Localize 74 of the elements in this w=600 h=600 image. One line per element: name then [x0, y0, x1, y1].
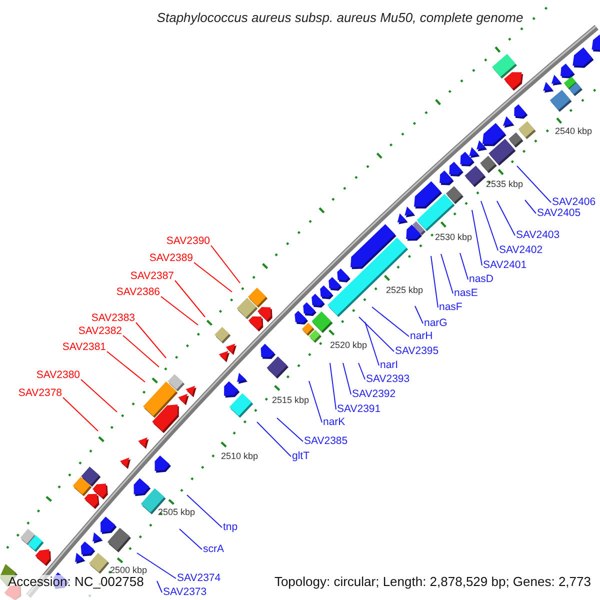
gene-label: SAV2385 — [304, 436, 348, 446]
leader-line — [136, 552, 176, 579]
leader-line — [210, 245, 240, 284]
leader-line — [194, 262, 232, 292]
accession-label: Accession: NC_002758 — [8, 575, 144, 589]
leader-line — [276, 418, 304, 442]
leader-line — [430, 256, 438, 308]
leader-line — [372, 306, 410, 337]
leader-line — [364, 322, 380, 366]
leader-line — [106, 351, 146, 382]
leader-line — [330, 362, 336, 410]
gene-label: SAV2387 — [130, 270, 174, 282]
gene-label: narI — [380, 360, 398, 370]
leader-line — [308, 380, 322, 423]
gene-label: SAV2382 — [78, 326, 122, 336]
leader-line — [174, 280, 206, 318]
gene-label: SAV2386 — [116, 286, 160, 298]
leader-line — [524, 200, 536, 214]
gene-label: SAV2389 — [149, 252, 193, 264]
leader-line — [160, 296, 198, 326]
gene-label: SAV2374 — [177, 572, 221, 584]
scale-label: 2520 kbp — [330, 340, 368, 350]
leader-line — [186, 494, 222, 528]
scale-label: 2535 kbp — [486, 179, 524, 189]
leader-line — [136, 322, 166, 358]
gene-label: SAV2391 — [337, 404, 381, 414]
gene-label: SAV2390 — [166, 236, 210, 246]
leader-line — [156, 580, 162, 593]
scale-label: 2505 kbp — [158, 507, 196, 517]
gene-label: SAV2392 — [352, 388, 396, 400]
genome-stats-label: Topology: circular; Length: 2,878,529 bp; Genes: 2,773 — [274, 575, 591, 589]
gene-label: scrA — [203, 544, 224, 554]
gene-label: tnp — [223, 522, 238, 532]
gene-label: nasF — [439, 302, 462, 312]
gene-label: SAV2378 — [18, 388, 62, 398]
map-title: Staphylococcus aureus subsp. aureus Mu50, complete genome — [156, 10, 524, 26]
leader-line — [256, 422, 292, 457]
leader-line — [480, 200, 498, 251]
gene-label: SAV2380 — [36, 370, 80, 380]
leader-line — [179, 528, 202, 550]
leader-line — [62, 397, 98, 432]
gene-label: SAV2381 — [62, 342, 106, 352]
gene-label: narH — [410, 330, 433, 342]
scale-label: 2510 kbp — [221, 451, 258, 461]
scale-label: 2530 kbp — [435, 232, 472, 242]
leader-line — [358, 316, 394, 352]
gene-label: SAV2405 — [537, 208, 581, 218]
gene-label: narG — [424, 318, 448, 328]
gene-label: SAV2402 — [499, 244, 543, 256]
gene-label: SAV2395 — [395, 346, 439, 356]
scale-label: 2500 kbp — [110, 565, 148, 575]
leader-line — [342, 362, 352, 395]
scale-label: 2525 kbp — [386, 285, 424, 295]
gene-label: SAV2373 — [163, 586, 207, 598]
gene-label: SAV2393 — [366, 374, 410, 384]
gene-label: SAV2406 — [552, 196, 596, 208]
leader-line — [440, 254, 454, 294]
scale-label: 2515 kbp — [272, 395, 310, 405]
gene-label: SAV2401 — [483, 260, 527, 270]
leader-line — [358, 362, 366, 380]
gene-label: gltT — [292, 450, 310, 462]
leader-line — [414, 306, 424, 324]
leader-line — [80, 379, 118, 412]
leader-line — [496, 200, 516, 236]
scale-label: 2540 kbp — [555, 126, 592, 136]
leader-line — [460, 252, 468, 280]
gene-label: nasE — [454, 288, 478, 298]
leader-line — [472, 210, 482, 266]
gene-label: nasD — [469, 274, 494, 284]
leader-line — [516, 166, 552, 203]
gene-label: SAV2383 — [91, 312, 135, 324]
gene-label: narK — [323, 416, 346, 428]
leader-line — [122, 335, 160, 368]
gene-label: SAV2403 — [516, 230, 560, 240]
